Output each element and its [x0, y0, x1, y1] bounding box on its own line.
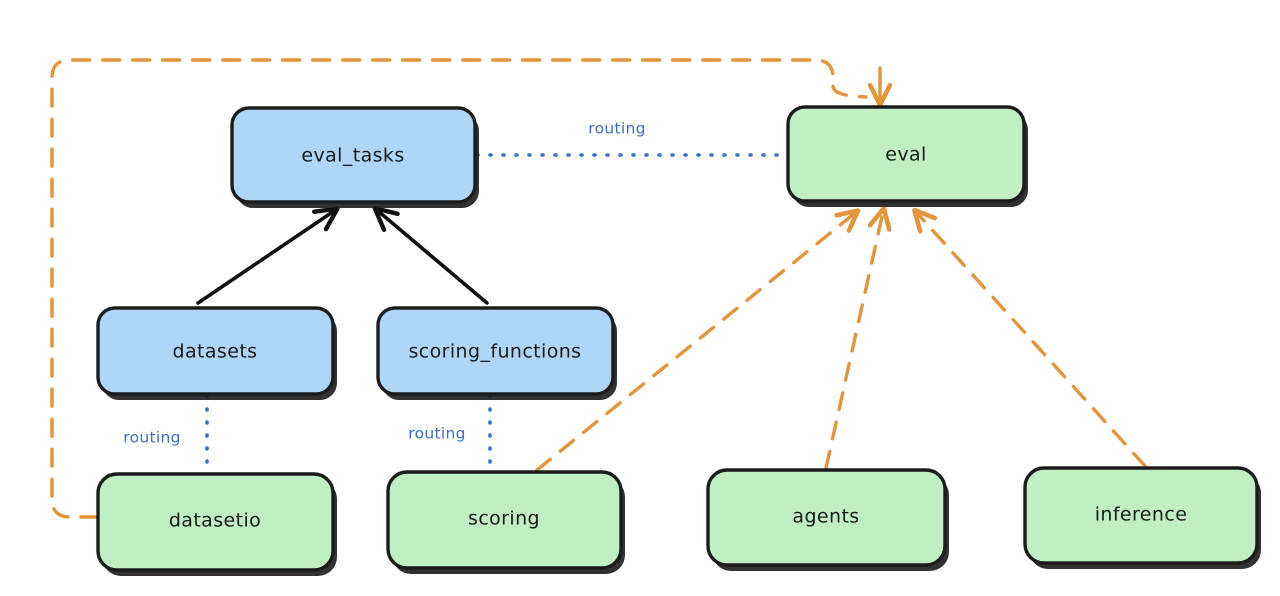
node-agents-box — [706, 468, 947, 567]
node-datasetio[interactable]: datasetio — [96, 472, 337, 576]
node-scoring-functions[interactable]: scoring_functions — [376, 306, 617, 400]
node-inference-box — [1023, 466, 1259, 565]
node-datasets-label: datasets — [173, 341, 258, 363]
node-datasets-box — [96, 306, 335, 396]
node-eval-box — [786, 105, 1026, 203]
node-datasets[interactable]: datasets — [96, 306, 337, 400]
node-eval-label: eval — [885, 144, 926, 166]
solid-edges — [196, 211, 489, 305]
node-scoring[interactable]: scoring — [386, 470, 625, 574]
node-eval-tasks-label: eval_tasks — [301, 145, 404, 167]
node-inference-label: inference — [1095, 504, 1188, 526]
node-scoring-functions-label: scoring_functions — [409, 341, 582, 363]
edge-inference-eval[interactable] — [917, 213, 1147, 468]
edge-label-routing-middle: routing — [408, 425, 466, 443]
node-scoring-functions-box — [376, 306, 615, 396]
dependency-edges — [50, 58, 1147, 519]
node-scoring-label: scoring — [468, 508, 540, 530]
node-datasetio-box — [96, 472, 335, 572]
edge-scoring-eval[interactable] — [535, 213, 855, 472]
routing-edges — [205, 153, 788, 475]
edge-labels: routing routing routing — [123, 120, 646, 447]
node-agents[interactable]: agents — [706, 468, 949, 571]
edge-datasetio-eval[interactable] — [50, 58, 868, 519]
node-inference[interactable]: inference — [1023, 466, 1261, 569]
edge-scoringfn-eval-tasks[interactable] — [378, 211, 489, 305]
node-eval[interactable]: eval — [786, 105, 1028, 207]
edge-label-routing-left: routing — [123, 429, 181, 447]
node-eval-tasks-box — [230, 106, 477, 204]
node-agents-label: agents — [792, 506, 859, 528]
node-scoring-box — [386, 470, 623, 570]
edge-datasets-eval-tasks[interactable] — [196, 211, 334, 305]
edge-agents-eval[interactable] — [824, 212, 883, 470]
node-datasetio-label: datasetio — [169, 510, 261, 532]
edge-label-routing-top: routing — [588, 120, 646, 138]
node-eval-tasks[interactable]: eval_tasks — [230, 106, 479, 208]
